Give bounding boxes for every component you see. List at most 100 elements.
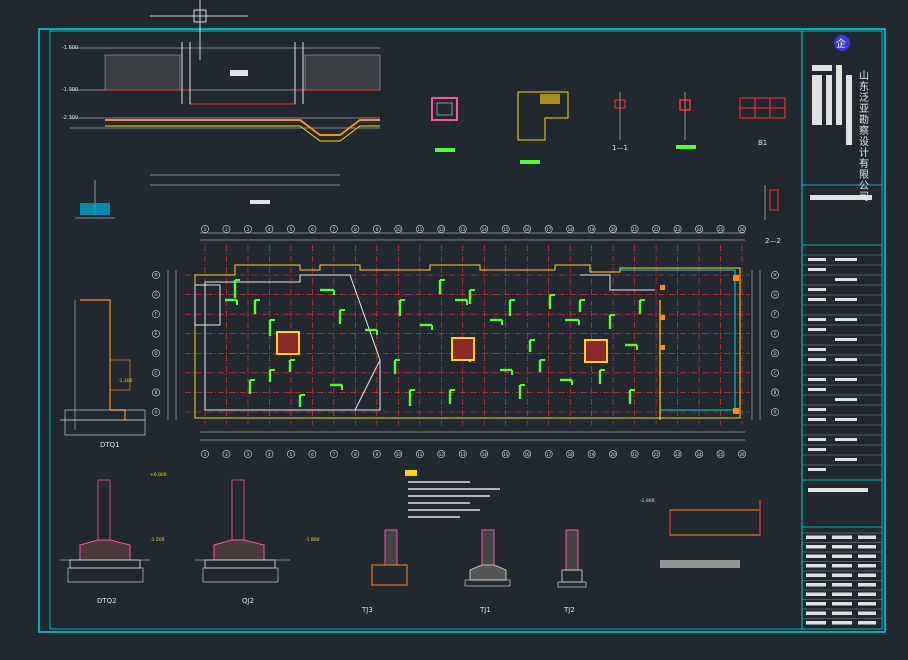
row-axis-label: D [154,351,157,356]
axis-bubble [201,225,209,233]
column-axis-label: 22 [654,452,660,457]
axis-bubble [771,349,779,358]
row-axis-label: A [774,410,777,415]
title-block-field [832,583,852,587]
title-block-field [835,438,857,441]
column-axis-label: 26 [739,452,745,457]
title-block-field [835,298,857,301]
row-axis-label: A [155,410,158,415]
title-block-field [808,328,826,331]
axis-bubble [630,450,639,458]
ramp-section-detail [70,42,381,204]
axis-bubble [771,408,779,416]
svg-text:-1.600: -1.600 [62,45,78,51]
axis-bubble [771,271,779,279]
column-axis-label: 22 [654,227,660,232]
row-axis-label: C [774,370,777,375]
axis-bubble [152,290,160,299]
column-axis-label: 11 [417,452,423,457]
row-axis-label: H [154,273,157,278]
axis-bubble [501,450,510,458]
svg-text:2—2: 2—2 [765,237,781,245]
row-axis-label: G [773,292,776,297]
detail-b1: B1 [739,97,786,147]
axis-bubble [201,450,209,458]
column-axis-label: 18 [568,452,574,457]
axis-bubble [771,310,779,319]
title-block-field [808,378,826,381]
column-axis-label: 6 [311,227,314,232]
column-axis-label: 3 [247,452,250,457]
corner-columns [660,275,739,414]
footing-qj2: QJ2 -1.800 [195,479,320,605]
svg-text:TJ3: TJ3 [361,606,373,614]
title-block-field [835,358,857,361]
column-axis-label: 16 [525,452,531,457]
axis-bubble [609,225,618,233]
column-axis-label: 8 [354,452,357,457]
column-axis-label: 11 [417,227,423,232]
column-axis-label: 9 [376,452,379,457]
axis-bubble [771,290,779,299]
inner-outline [204,274,381,411]
column-axis-label: 1 [204,452,207,457]
axis-bubble [523,225,532,233]
title-block-field [858,583,876,587]
axis-bubble [609,450,618,458]
footing-tj1: TJ1 [464,529,511,614]
axis-bubble [437,450,446,458]
axis-bubble [152,310,160,319]
axis-bubble [523,450,532,458]
axis-bubble [738,225,746,233]
column-axis-label: 1 [204,227,207,232]
footing-dtq2: DTQ2 +0.000 -1.500 [60,472,167,605]
axis-bubble [372,450,381,458]
title-block-rows [802,254,882,471]
company-name: 山东泛亚勘察设计有限公司 [857,70,869,202]
column-axis-label: 13 [460,227,466,232]
title-block-field [832,535,852,539]
column-axis-label: 7 [333,452,336,457]
title-block-field [808,408,826,411]
column-axis-label: 10 [396,452,402,457]
column-axis-label: 17 [546,227,552,232]
axis-bubble [244,225,252,233]
title-block-field [832,554,852,558]
column-axis-label: 20 [611,227,617,232]
title-block-field [808,348,826,351]
axis-bubble [351,450,360,458]
column-axis-label: 7 [333,227,336,232]
row-axis-label: G [154,292,157,297]
drain-route [620,269,736,411]
column-axis-label: 15 [503,227,509,232]
axis-bubble [716,450,725,458]
title-block-field [835,378,857,381]
axis-bubble [415,450,424,458]
axis-bubble [771,388,779,397]
title-block-field [832,564,852,568]
axis-bubble [222,450,231,458]
axis-bubble [329,450,338,458]
outer-frame [38,28,886,633]
column-axis-label: 24 [696,227,702,232]
axis-bubble [308,225,317,233]
axis-bubble [458,225,467,233]
title-block-field [858,573,876,577]
title-block-field [835,278,857,281]
svg-text:DTQ2: DTQ2 [97,597,117,605]
axis-bubble [265,225,274,233]
title-block-field [806,621,826,625]
title-block-field [806,583,826,587]
title-block: 企 山东泛亚勘察设计有限公司 [801,30,883,630]
axis-bubble [287,225,295,233]
axis-bubble [566,225,575,233]
title-block-field [832,592,852,596]
axis-bubble [394,450,403,458]
title-block-field [832,573,852,577]
svg-text:-1.900: -1.900 [62,87,78,93]
svg-text:DTQ1: DTQ1 [100,441,120,449]
